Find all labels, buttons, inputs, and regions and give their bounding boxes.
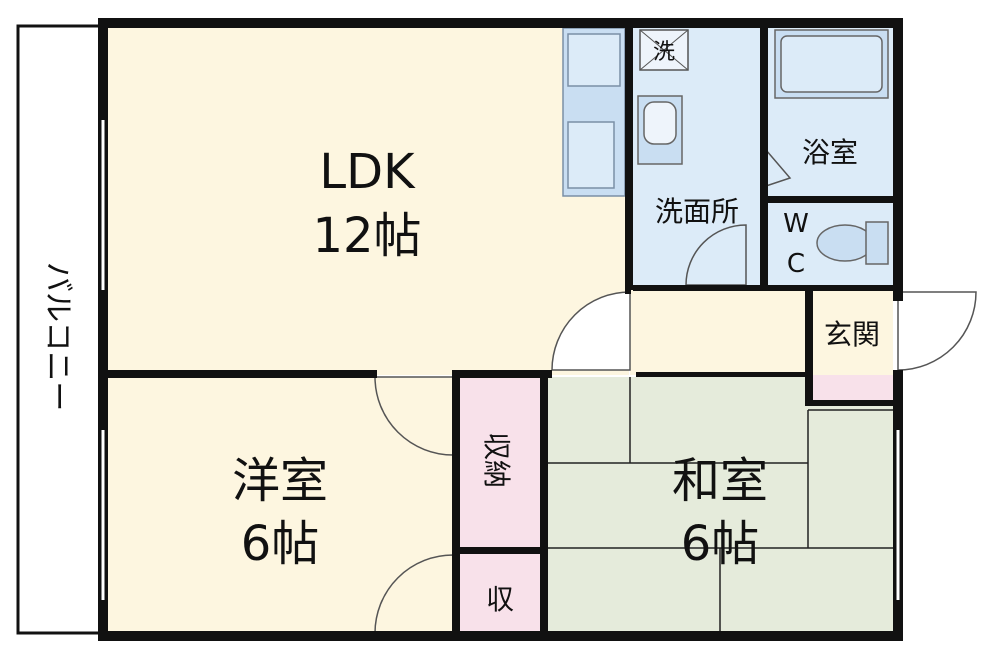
wash-basin (637, 95, 683, 165)
entrance-step (808, 375, 893, 403)
ldk-floor (105, 26, 629, 375)
bath-label: 浴室 (802, 136, 858, 169)
balcony-label: バルコニー (40, 262, 75, 411)
wc-label-c: C (787, 249, 805, 279)
walls (98, 18, 903, 641)
japanese-room-size-label: 6帖 (681, 516, 760, 572)
hall-floor (630, 290, 810, 375)
tatami-lines (548, 377, 893, 635)
ldk-label: LDK (319, 144, 416, 200)
western-room-size-label: 6帖 (241, 516, 320, 572)
window-frames (99, 120, 902, 600)
western-room-label: 洋室 (232, 453, 328, 509)
ldk-size-label: 12帖 (312, 208, 421, 264)
windows (101, 120, 900, 600)
japanese-room-label: 和室 (672, 453, 768, 509)
closet-large-floor (460, 377, 540, 547)
washroom-label: 洗面所 (655, 195, 739, 228)
doors (374, 224, 977, 634)
washer-label: 洗 (653, 40, 675, 65)
closet-small-floor (460, 552, 540, 635)
closet-large-label: 収納 (480, 432, 513, 488)
closet-small-label: 収 (486, 583, 514, 616)
toilet (816, 221, 889, 265)
kitchen-counter (562, 27, 626, 197)
bathtub (774, 29, 889, 99)
balcony: バルコニー (16, 24, 102, 635)
washer-space: 洗 (639, 29, 689, 71)
entrance-label: 玄関 (824, 318, 880, 351)
wc-label-w: W (783, 209, 809, 239)
entrance-floor (808, 290, 893, 375)
bath-door (765, 149, 792, 187)
